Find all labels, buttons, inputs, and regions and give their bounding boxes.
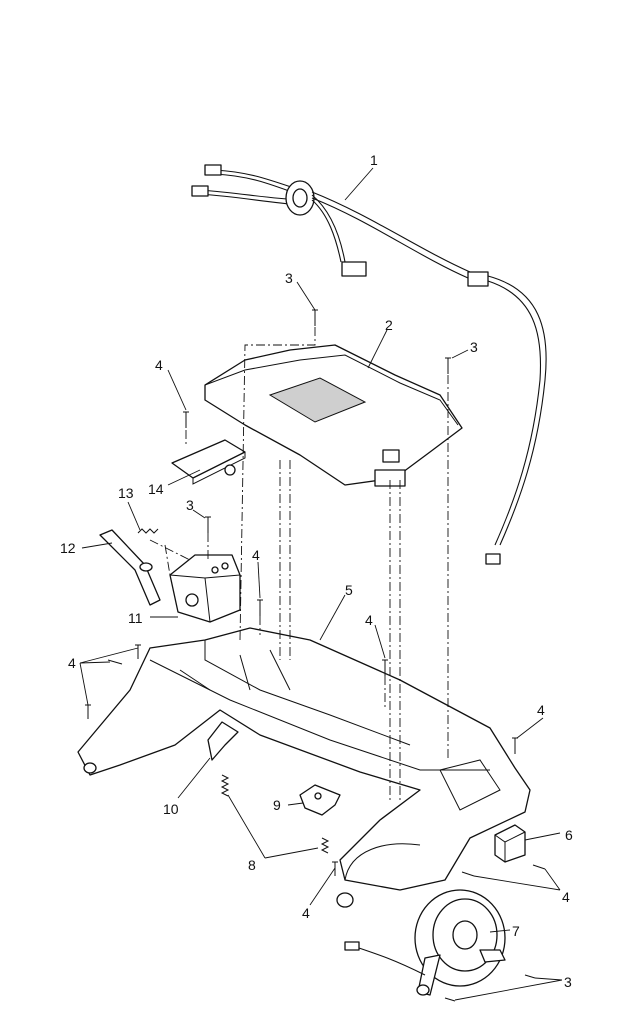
- callout-1: 1: [370, 152, 378, 168]
- callout-14: 14: [148, 481, 164, 497]
- top-cover: [205, 330, 462, 486]
- callout-4: 4: [537, 702, 545, 718]
- callout-4: 4: [562, 889, 570, 905]
- connector: [495, 825, 560, 862]
- callout-4: 4: [252, 547, 260, 563]
- callout-4: 4: [365, 612, 373, 628]
- callout-3: 3: [564, 974, 572, 990]
- callout-9: 9: [273, 797, 281, 813]
- callout-5: 5: [345, 582, 353, 598]
- callout-3: 3: [285, 270, 293, 286]
- callout-10: 10: [163, 801, 179, 817]
- lever-arm: [82, 530, 160, 605]
- callout-8: 8: [248, 857, 256, 873]
- pcb-board: [168, 440, 245, 485]
- sensor-block: [150, 555, 240, 622]
- callout-2: 2: [385, 317, 393, 333]
- fan: [345, 890, 510, 995]
- callout-4: 4: [68, 655, 76, 671]
- callout-4: 4: [302, 905, 310, 921]
- callout-12: 12: [60, 540, 76, 556]
- callout-13: 13: [118, 485, 134, 501]
- main-frame: [78, 595, 530, 907]
- callout-3: 3: [186, 497, 194, 513]
- spring: [128, 502, 158, 533]
- callout-4: 4: [155, 357, 163, 373]
- callout-6: 6: [565, 827, 573, 843]
- callout-7: 7: [512, 923, 520, 939]
- bracket-lever: [288, 785, 340, 815]
- callout-3: 3: [470, 339, 478, 355]
- callout-11: 11: [128, 610, 143, 626]
